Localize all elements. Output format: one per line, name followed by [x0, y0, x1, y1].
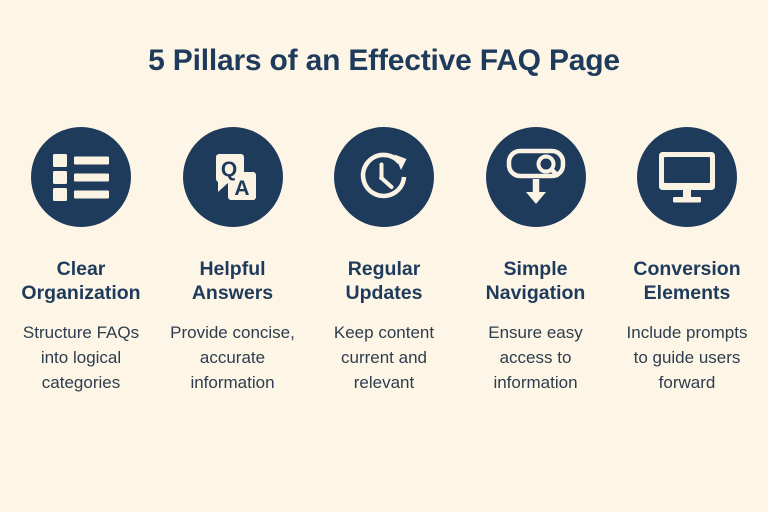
icon-badge	[334, 127, 434, 227]
icon-badge	[31, 127, 131, 227]
search-bar-download-icon	[506, 148, 566, 206]
icon-badge: Q A	[182, 127, 283, 227]
pillar-description: Structure FAQs into logical categories	[22, 323, 140, 392]
pillar-description: Ensure easy access to information	[488, 323, 583, 392]
page-title: 5 Pillars of an Effective FAQ Page	[148, 44, 620, 77]
pillar-item: Conversion Elements Include prompts to g…	[614, 127, 760, 395]
pillar-item: Clear Organization Structure FAQs into l…	[8, 127, 154, 395]
icon-badge	[485, 127, 586, 227]
pillar-heading: Conversion Elements	[633, 258, 741, 305]
pillars-row: Clear Organization Structure FAQs into l…	[8, 127, 760, 395]
pillar-heading: Regular Updates	[345, 258, 423, 305]
pillar-heading: Helpful Answers	[191, 258, 274, 305]
pillar-description: Include prompts to guide users forward	[626, 323, 748, 392]
icon-badge	[637, 127, 737, 227]
icon-badge-wrapper-3: Regular Updates Keep content current and…	[311, 127, 457, 395]
clock-refresh-icon	[355, 148, 413, 206]
monitor-icon	[658, 151, 716, 203]
pillar-heading: Simple Navigation	[485, 258, 586, 305]
pillar-description: Provide concise, accurate information	[170, 323, 295, 392]
svg-text:A: A	[234, 177, 249, 200]
qa-speech-bubbles-icon: Q A	[204, 148, 262, 206]
list-icon	[53, 152, 109, 202]
pillar-item: Q A Helpful Answers Provide concise, acc…	[160, 127, 306, 395]
pillar-heading: Clear Organization	[21, 258, 141, 305]
svg-text:Q: Q	[220, 158, 236, 181]
pillar-item: Simple Navigation Ensure easy access to …	[463, 127, 609, 395]
pillar-description: Keep content current and relevant	[333, 323, 435, 392]
